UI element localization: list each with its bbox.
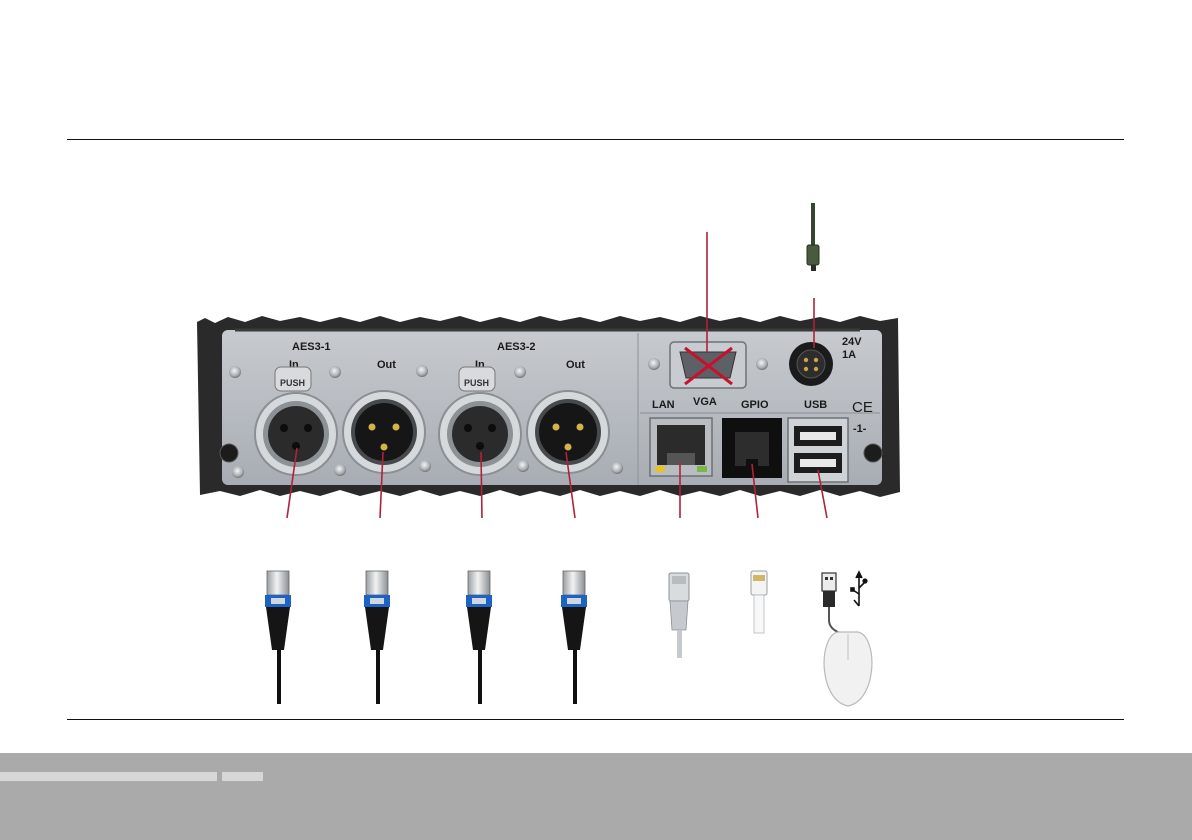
footer-progress-bar-segment (222, 772, 263, 781)
footer-progress-bar (0, 772, 217, 781)
usb-port-number-label: -1- (853, 423, 867, 435)
aes3-2-label: AES3-2 (497, 341, 536, 353)
push-latch-label-2: PUSH (464, 378, 489, 388)
gpio-cable (751, 571, 767, 633)
aes3-1-out-label: Out (377, 359, 396, 371)
gpio-label: GPIO (741, 399, 769, 411)
vga-connector (670, 342, 746, 388)
usb-label: USB (804, 399, 827, 411)
aes3-1-out-connector (343, 391, 425, 473)
power-current-label: 1A (842, 349, 856, 361)
power-plug-cable (807, 203, 819, 271)
xlr-cable-2 (364, 571, 390, 704)
aes3-1-label: AES3-1 (292, 341, 331, 353)
power-socket (789, 342, 833, 386)
ce-mark: CE (852, 399, 873, 416)
footer-band (0, 753, 1192, 840)
power-voltage-label: 24V (842, 336, 862, 348)
xlr-cable-3 (466, 571, 492, 704)
lan-port (650, 418, 712, 476)
xlr-cable-1 (265, 571, 291, 704)
push-latch-label-1: PUSH (280, 378, 305, 388)
aes3-2-out-connector (527, 391, 609, 473)
vga-label: VGA (693, 396, 717, 408)
usb-trident-icon (851, 572, 867, 606)
xlr-cable-4 (561, 571, 587, 704)
lan-cable (669, 573, 689, 658)
usb-mouse (822, 573, 872, 706)
lan-label: LAN (652, 399, 675, 411)
aes3-2-out-label: Out (566, 359, 585, 371)
